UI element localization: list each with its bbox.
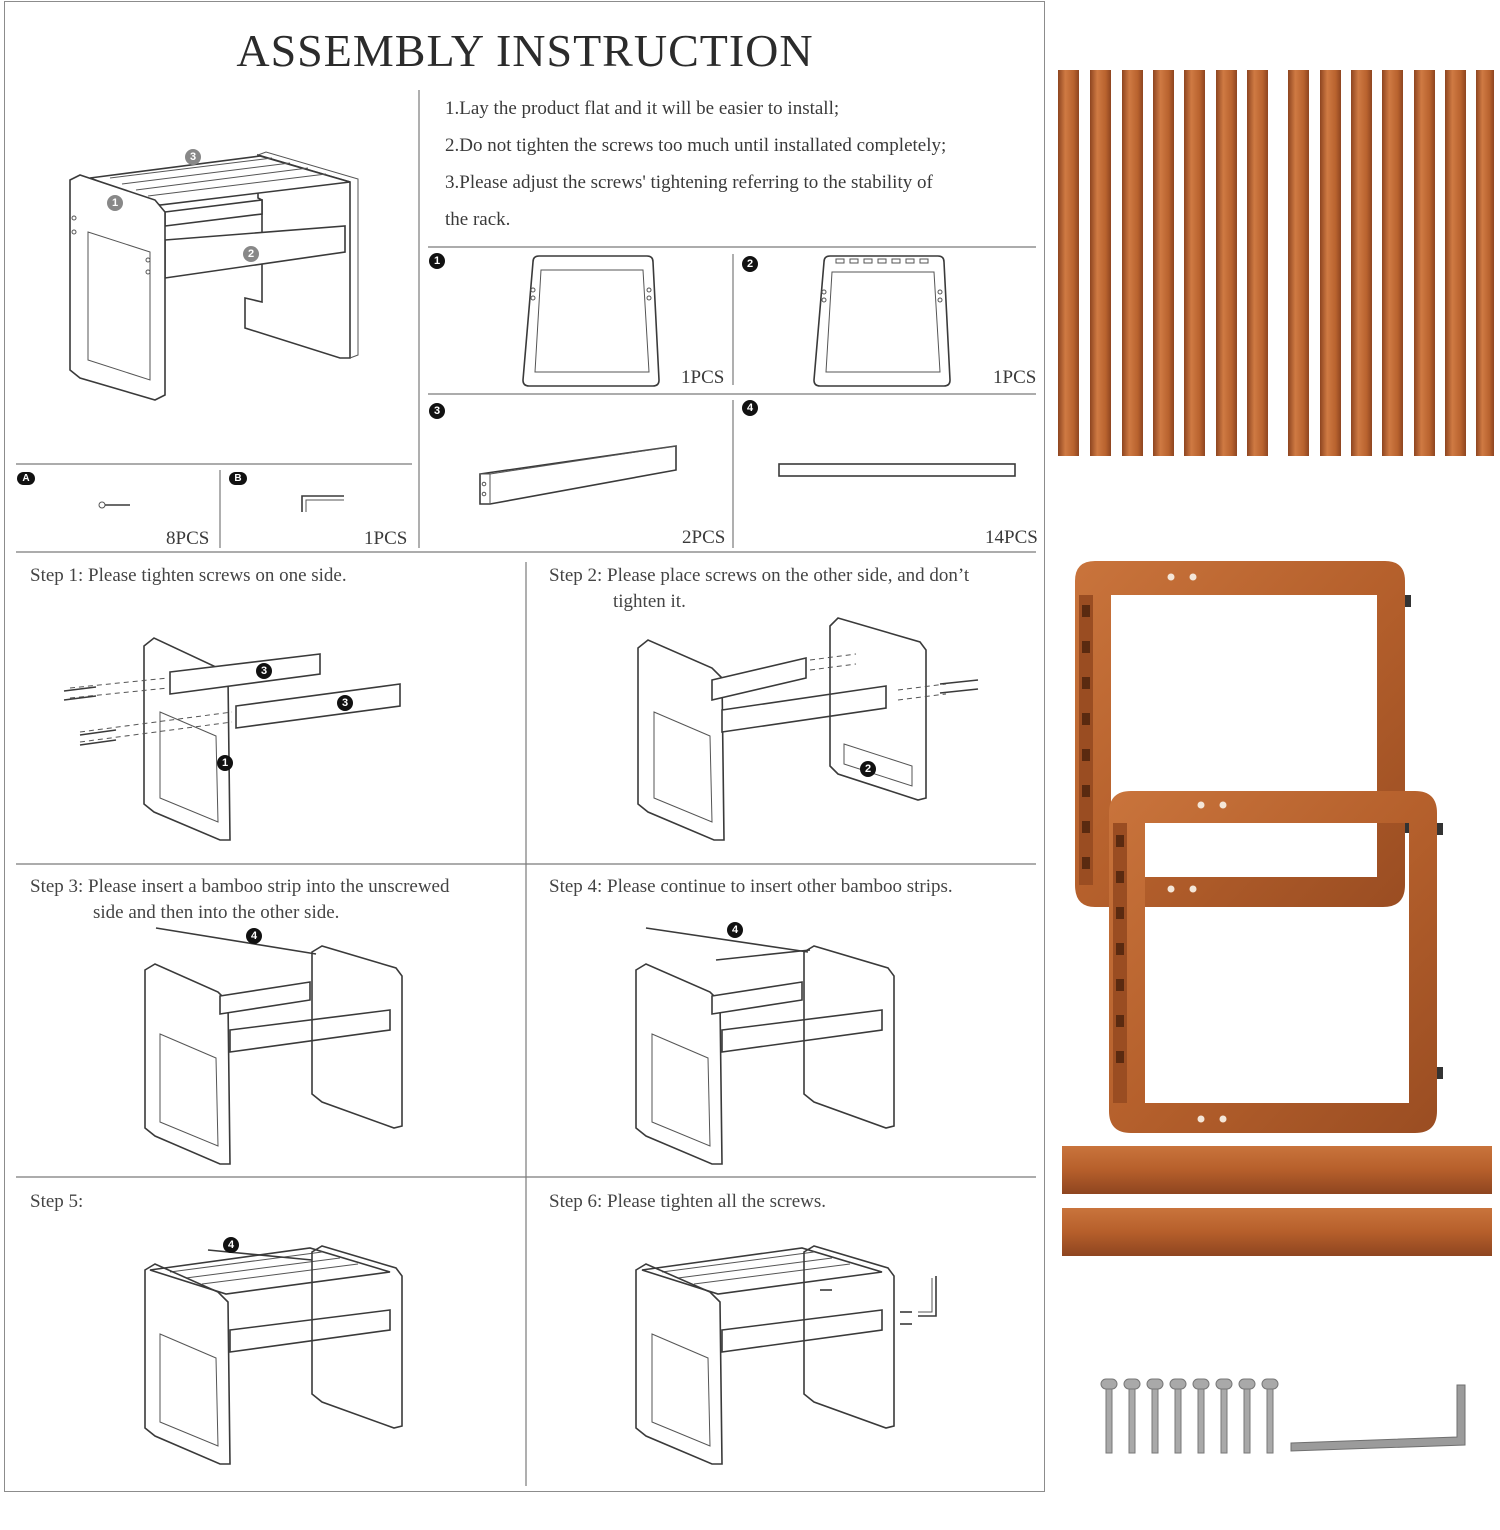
step-6-drawing	[635, 1245, 937, 1465]
bamboo-strips-photo	[1058, 70, 1494, 456]
hardware-quantity: 8PCS	[166, 528, 210, 549]
step-2-text: Step 2: Please place screws on the other…	[549, 565, 970, 612]
callout-badge: 2	[860, 761, 876, 777]
assembled-rack-drawing	[69, 151, 359, 401]
stretcher-bars-photo	[1062, 1146, 1492, 1256]
step-1-drawing	[63, 637, 401, 841]
step-4-text: Step 4: Please continue to insert other …	[549, 876, 953, 897]
callout-badge: 4	[727, 922, 743, 938]
bamboo-strip-drawing	[778, 463, 1016, 477]
part-badge: 4	[742, 400, 758, 416]
callout-badge: 3	[337, 695, 353, 711]
callout-badge: 4	[223, 1237, 239, 1253]
sheet-grid-lines	[16, 90, 1036, 1486]
note-line: 1.Lay the product flat and it will be ea…	[445, 98, 840, 119]
hardware-quantity: 1PCS	[364, 528, 408, 549]
part-badge: 2	[742, 256, 758, 272]
callout-badge: 1	[107, 195, 123, 211]
part-quantity: 2PCS	[682, 527, 726, 548]
part-badge: 3	[429, 403, 445, 419]
screw-icon	[98, 501, 130, 509]
callout-badge: 2	[243, 246, 259, 262]
step-3-drawing	[144, 927, 403, 1165]
part-quantity: 14PCS	[985, 527, 1038, 548]
step-4-drawing	[635, 927, 895, 1165]
callout-badge: 3	[185, 149, 201, 165]
hardware-badge: A	[17, 472, 35, 485]
instruction-sheet	[4, 1, 1045, 1492]
note-line: 2.Do not tighten the screws too much unt…	[445, 135, 947, 156]
step-3-text: Step 3: Please insert a bamboo strip int…	[30, 876, 450, 923]
page-title: ASSEMBLY INSTRUCTION	[236, 25, 814, 76]
bamboo-frames-photo	[1075, 561, 1443, 1133]
screws-and-allen-key-photo	[1100, 1378, 1466, 1454]
part-quantity: 1PCS	[681, 367, 725, 388]
part-quantity: 1PCS	[993, 367, 1037, 388]
step-1-text: Step 1: Please tighten screws on one sid…	[30, 565, 347, 586]
step-5-drawing	[144, 1245, 403, 1465]
note-line: 3.Please adjust the screws' tightening r…	[445, 172, 933, 193]
hardware-badge: B	[229, 472, 247, 485]
side-frame-with-holes-drawing	[813, 255, 951, 387]
stretcher-bar-drawing	[479, 445, 677, 505]
callout-badge: 3	[256, 663, 272, 679]
allen-key-icon	[301, 495, 344, 512]
part-badge: 1	[429, 253, 445, 269]
step-6-text: Step 6: Please tighten all the screws.	[549, 1191, 827, 1212]
callout-badge: 4	[246, 928, 262, 944]
side-frame-part-drawing	[522, 255, 660, 387]
step-5-text: Step 5:	[30, 1191, 84, 1212]
note-line: the rack.	[445, 209, 511, 230]
step-2-drawing	[637, 617, 979, 841]
callout-badge: 1	[217, 755, 233, 771]
